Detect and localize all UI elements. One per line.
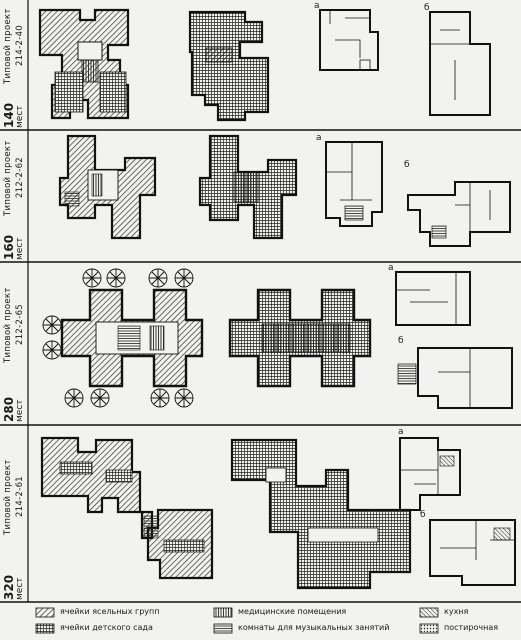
- row-2-detail-b: [407, 181, 511, 247]
- row-3-trees: [42, 268, 194, 408]
- row-1-detail-a: [319, 9, 379, 71]
- row-2-capacity: 160 мест: [2, 234, 25, 260]
- row-4-plan-ground: [40, 436, 214, 580]
- legend-item-music: комнаты для музыкальных занятий: [238, 623, 390, 632]
- row-4-capacity: 320 мест: [2, 574, 25, 600]
- row-2-detail-a: [325, 141, 383, 227]
- row-3-plan-ground: [60, 288, 204, 388]
- row-3-plan-upper: [228, 288, 372, 388]
- legend-item-laundry: постирочная: [444, 623, 499, 632]
- row-1-project: Типовой проект 214-2-40: [3, 8, 25, 84]
- row-4-sub-b: б: [420, 510, 426, 520]
- row-1-sub-a: а: [314, 1, 320, 11]
- row-3-project: Типовой проект 212-2-65: [3, 287, 25, 363]
- row-2-sub-a: а: [316, 133, 322, 143]
- legend-item-kindergarten: ячейки детского сада: [60, 623, 153, 632]
- legend-swatches: [35, 607, 439, 634]
- row-3-plans: [42, 268, 513, 409]
- row-3-sub-a: а: [388, 263, 394, 273]
- legend-item-nursery: ячейки ясельных групп: [60, 607, 160, 616]
- legend-swatch-nursery: [35, 607, 55, 618]
- row-2-plan-upper: [198, 134, 298, 240]
- row-1-sub-b: б: [424, 3, 430, 13]
- row-3-detail-a: [395, 271, 471, 326]
- row-4-detail-a: [399, 437, 461, 511]
- table-frame: [0, 0, 521, 603]
- row-2-project: Типовой проект 212-2-62: [3, 140, 25, 216]
- row-4-sub-a: а: [398, 427, 404, 437]
- row-3-sub-b: б: [398, 336, 404, 346]
- row-4-plans: [40, 436, 516, 590]
- legend-item-kitchen: кухня: [444, 607, 469, 616]
- row-4-plan-upper: [230, 438, 412, 590]
- row-4-project: Типовой проект 214-2-61: [3, 459, 25, 535]
- legend-item-medical: медицинские помещения: [238, 607, 347, 616]
- row-1-plans: [38, 8, 491, 122]
- row-4-detail-b: [429, 519, 516, 586]
- row-3-detail-b: [397, 347, 513, 409]
- legend-swatch-medical: [213, 607, 233, 618]
- row-1-capacity: 140 мест: [2, 102, 25, 128]
- row-2-sub-b: б: [404, 160, 410, 170]
- legend: ячейки ясельных групп ячейки детского са…: [0, 603, 521, 640]
- row-1-detail-b: [429, 11, 491, 116]
- legend-swatch-kindergarten: [35, 623, 55, 634]
- legend-swatch-laundry: [419, 623, 439, 634]
- row-1-plan-upper: [188, 10, 270, 122]
- row-2-plan-ground: [58, 134, 157, 240]
- legend-swatch-kitchen: [419, 607, 439, 618]
- legend-swatch-music: [213, 623, 233, 634]
- row-2-plans: [58, 134, 511, 247]
- row-3-capacity: 280 мест: [2, 396, 25, 422]
- row-1-plan-ground: [38, 8, 130, 120]
